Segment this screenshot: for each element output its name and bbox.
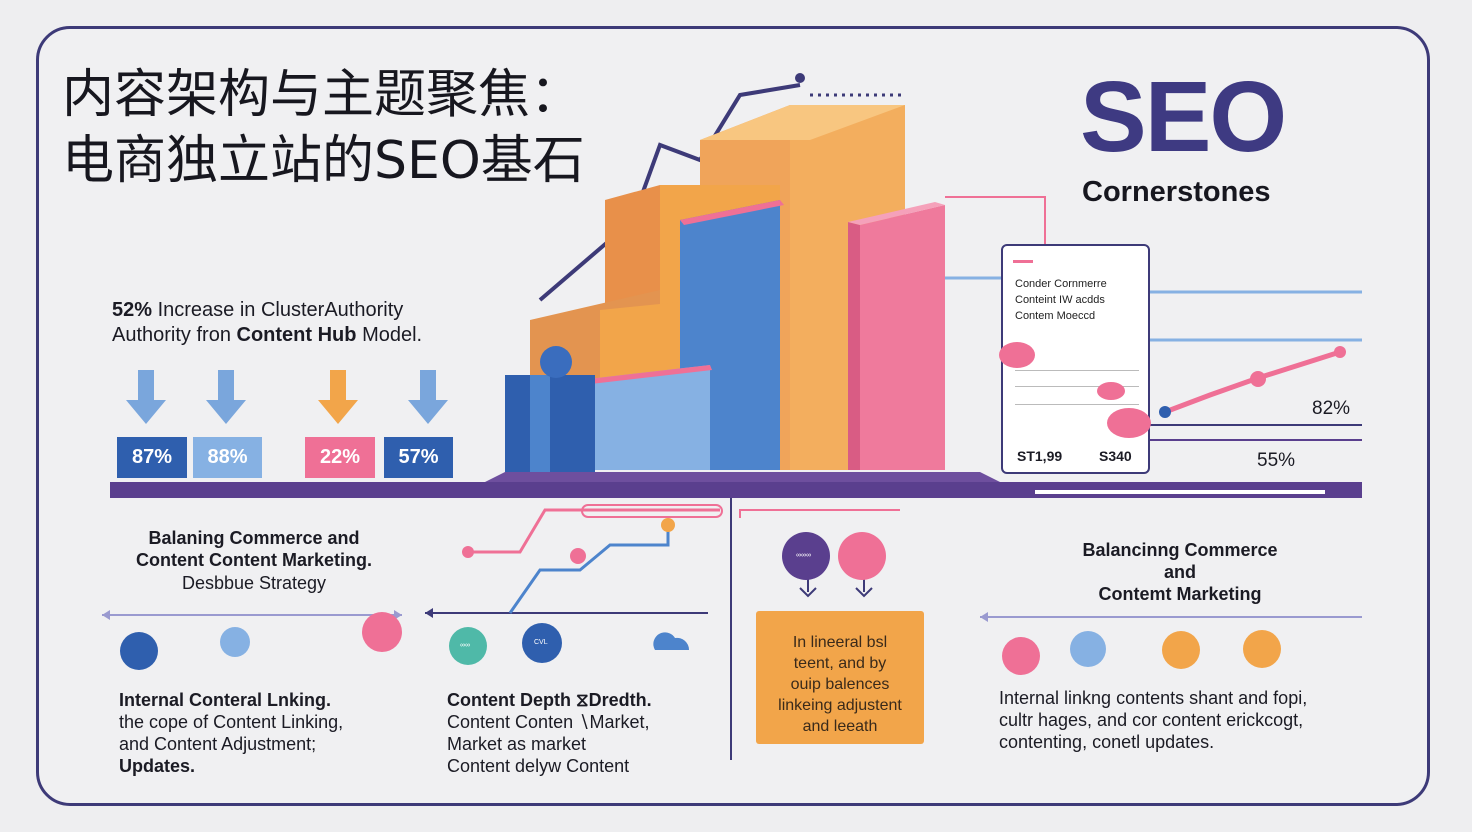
col1-title: Balaning Commerce and Content Content Ma… <box>104 527 404 571</box>
page-title: 内容架构与主题聚焦： 电商独立站的SEO基石 <box>62 62 585 194</box>
card-price-2: S340 <box>1099 448 1132 464</box>
card-accent <box>1013 260 1033 263</box>
card-dot <box>1097 382 1125 400</box>
stat-text: 52% Increase in ClusterAuthority Authori… <box>112 298 422 348</box>
col1-text-bold: Internal Conteral Lnking. <box>119 690 332 710</box>
col2-text: Content Depth ⧖Dredth. Content Conten ∖M… <box>447 689 727 777</box>
col2-text-line: Content Conten ∖Market, <box>447 712 650 732</box>
down-arrow-icon <box>126 370 166 424</box>
col2-dot-label: ∞∞ <box>460 642 470 649</box>
col3-box-line: teent, and by <box>793 655 887 672</box>
card-line: Conteint IW acdds <box>1015 294 1105 306</box>
col1-text-bold: Updates. <box>119 756 196 776</box>
card-line: Conder Cornmerre <box>1015 278 1107 290</box>
timeline-4 <box>980 612 1362 675</box>
col2-text-bold: Content Depth ⧖Dredth. <box>447 690 652 710</box>
col4-text: Internal linkng contents shant and fopi,… <box>999 687 1379 753</box>
stat-line1: Increase in ClusterAuthority <box>157 299 404 321</box>
stat-line2-pre: Authority fron <box>112 324 231 346</box>
card-divider <box>1015 386 1139 387</box>
col1-text-line: and Content Adjustment; <box>119 734 317 754</box>
bar-block-pink <box>848 202 945 470</box>
down-arrow-icon <box>408 370 448 424</box>
card-dot <box>1107 408 1151 438</box>
chart-label-top: 82% <box>1312 398 1351 419</box>
card-price-1: ST1,99 <box>1017 448 1063 464</box>
percent-box-1: 87% <box>117 437 187 478</box>
title-line-1: 内容架构与主题聚焦： <box>62 65 583 125</box>
col2-text-line: Market as market <box>447 734 587 754</box>
product-card: Conder Cornmerre Conteint IW acdds Conte… <box>999 244 1151 474</box>
col1-title-line: Balaning Commerce and <box>148 528 360 548</box>
brand-subtitle: Cornerstones <box>1082 176 1271 208</box>
card-line: Contem Moeccd <box>1015 310 1096 322</box>
percent-box-label: 88% <box>207 446 248 468</box>
percent-box-3: 22% <box>305 437 375 478</box>
col1-title-line: Content Content Marketing. <box>136 550 372 570</box>
card-divider <box>1015 404 1139 405</box>
col2-dot-label: CVL <box>534 639 548 646</box>
col4-title-line: and <box>1163 562 1196 582</box>
down-arrow-icon <box>318 370 358 424</box>
col3-box-line: ouip balences <box>790 676 890 693</box>
card-divider <box>1015 370 1139 371</box>
col3-box-line: In lineeral bsl <box>792 634 888 651</box>
bar-block-light-blue <box>580 365 712 470</box>
col3-box-line: linkeing adjustent <box>778 697 902 714</box>
percent-box-label: 57% <box>398 446 439 468</box>
col4-title: Balancinng Commerce and Contemt Marketin… <box>1030 539 1330 605</box>
col4-text-line: Internal linkng contents shant and fopi, <box>999 688 1308 708</box>
col1-text: Internal Conteral Lnking. the cope of Co… <box>119 689 419 777</box>
card-dot <box>999 342 1035 368</box>
title-line-2: 电商独立站的SEO基石 <box>62 131 585 191</box>
col3-dot-label: ∞∞∞ <box>796 552 811 559</box>
down-arrow-icon <box>206 370 246 424</box>
stat-line2-post: Model. <box>362 324 423 346</box>
col1-subtitle: Desbbue Strategy <box>181 573 327 593</box>
stat-line2-bold: Content Hub <box>236 324 357 346</box>
col4-text-line: cultr hages, and cor content erickcogt, <box>999 710 1304 730</box>
col3-note-box: In lineeral bsl teent, and by ouip balen… <box>756 611 924 744</box>
timeline-1 <box>102 610 402 670</box>
col4-text-line: contenting, conetl updates. <box>999 732 1215 752</box>
percent-box-label: 87% <box>131 446 173 468</box>
timeline-3 <box>739 509 900 598</box>
timeline-2 <box>425 504 723 665</box>
percent-box-2: 88% <box>193 437 262 478</box>
col3-box-line: and leeath <box>802 718 878 735</box>
bar-block-dark-blue <box>505 346 595 472</box>
percent-box-label: 22% <box>319 446 361 468</box>
col1-text-line: the cope of Content Linking, <box>119 712 344 732</box>
chart-label-bottom: 55% <box>1257 450 1296 471</box>
col4-title-line: Balancinng Commerce <box>1082 540 1278 560</box>
right-line-chart <box>1150 290 1362 441</box>
percent-box-4: 57% <box>384 437 453 478</box>
col4-title-line: Contemt Marketing <box>1098 584 1262 604</box>
brand-title: SEO <box>1080 61 1287 173</box>
stat-percent: 52% <box>112 299 153 321</box>
col2-text-line: Content delyw Content <box>447 756 630 776</box>
base-platform <box>110 472 1362 498</box>
